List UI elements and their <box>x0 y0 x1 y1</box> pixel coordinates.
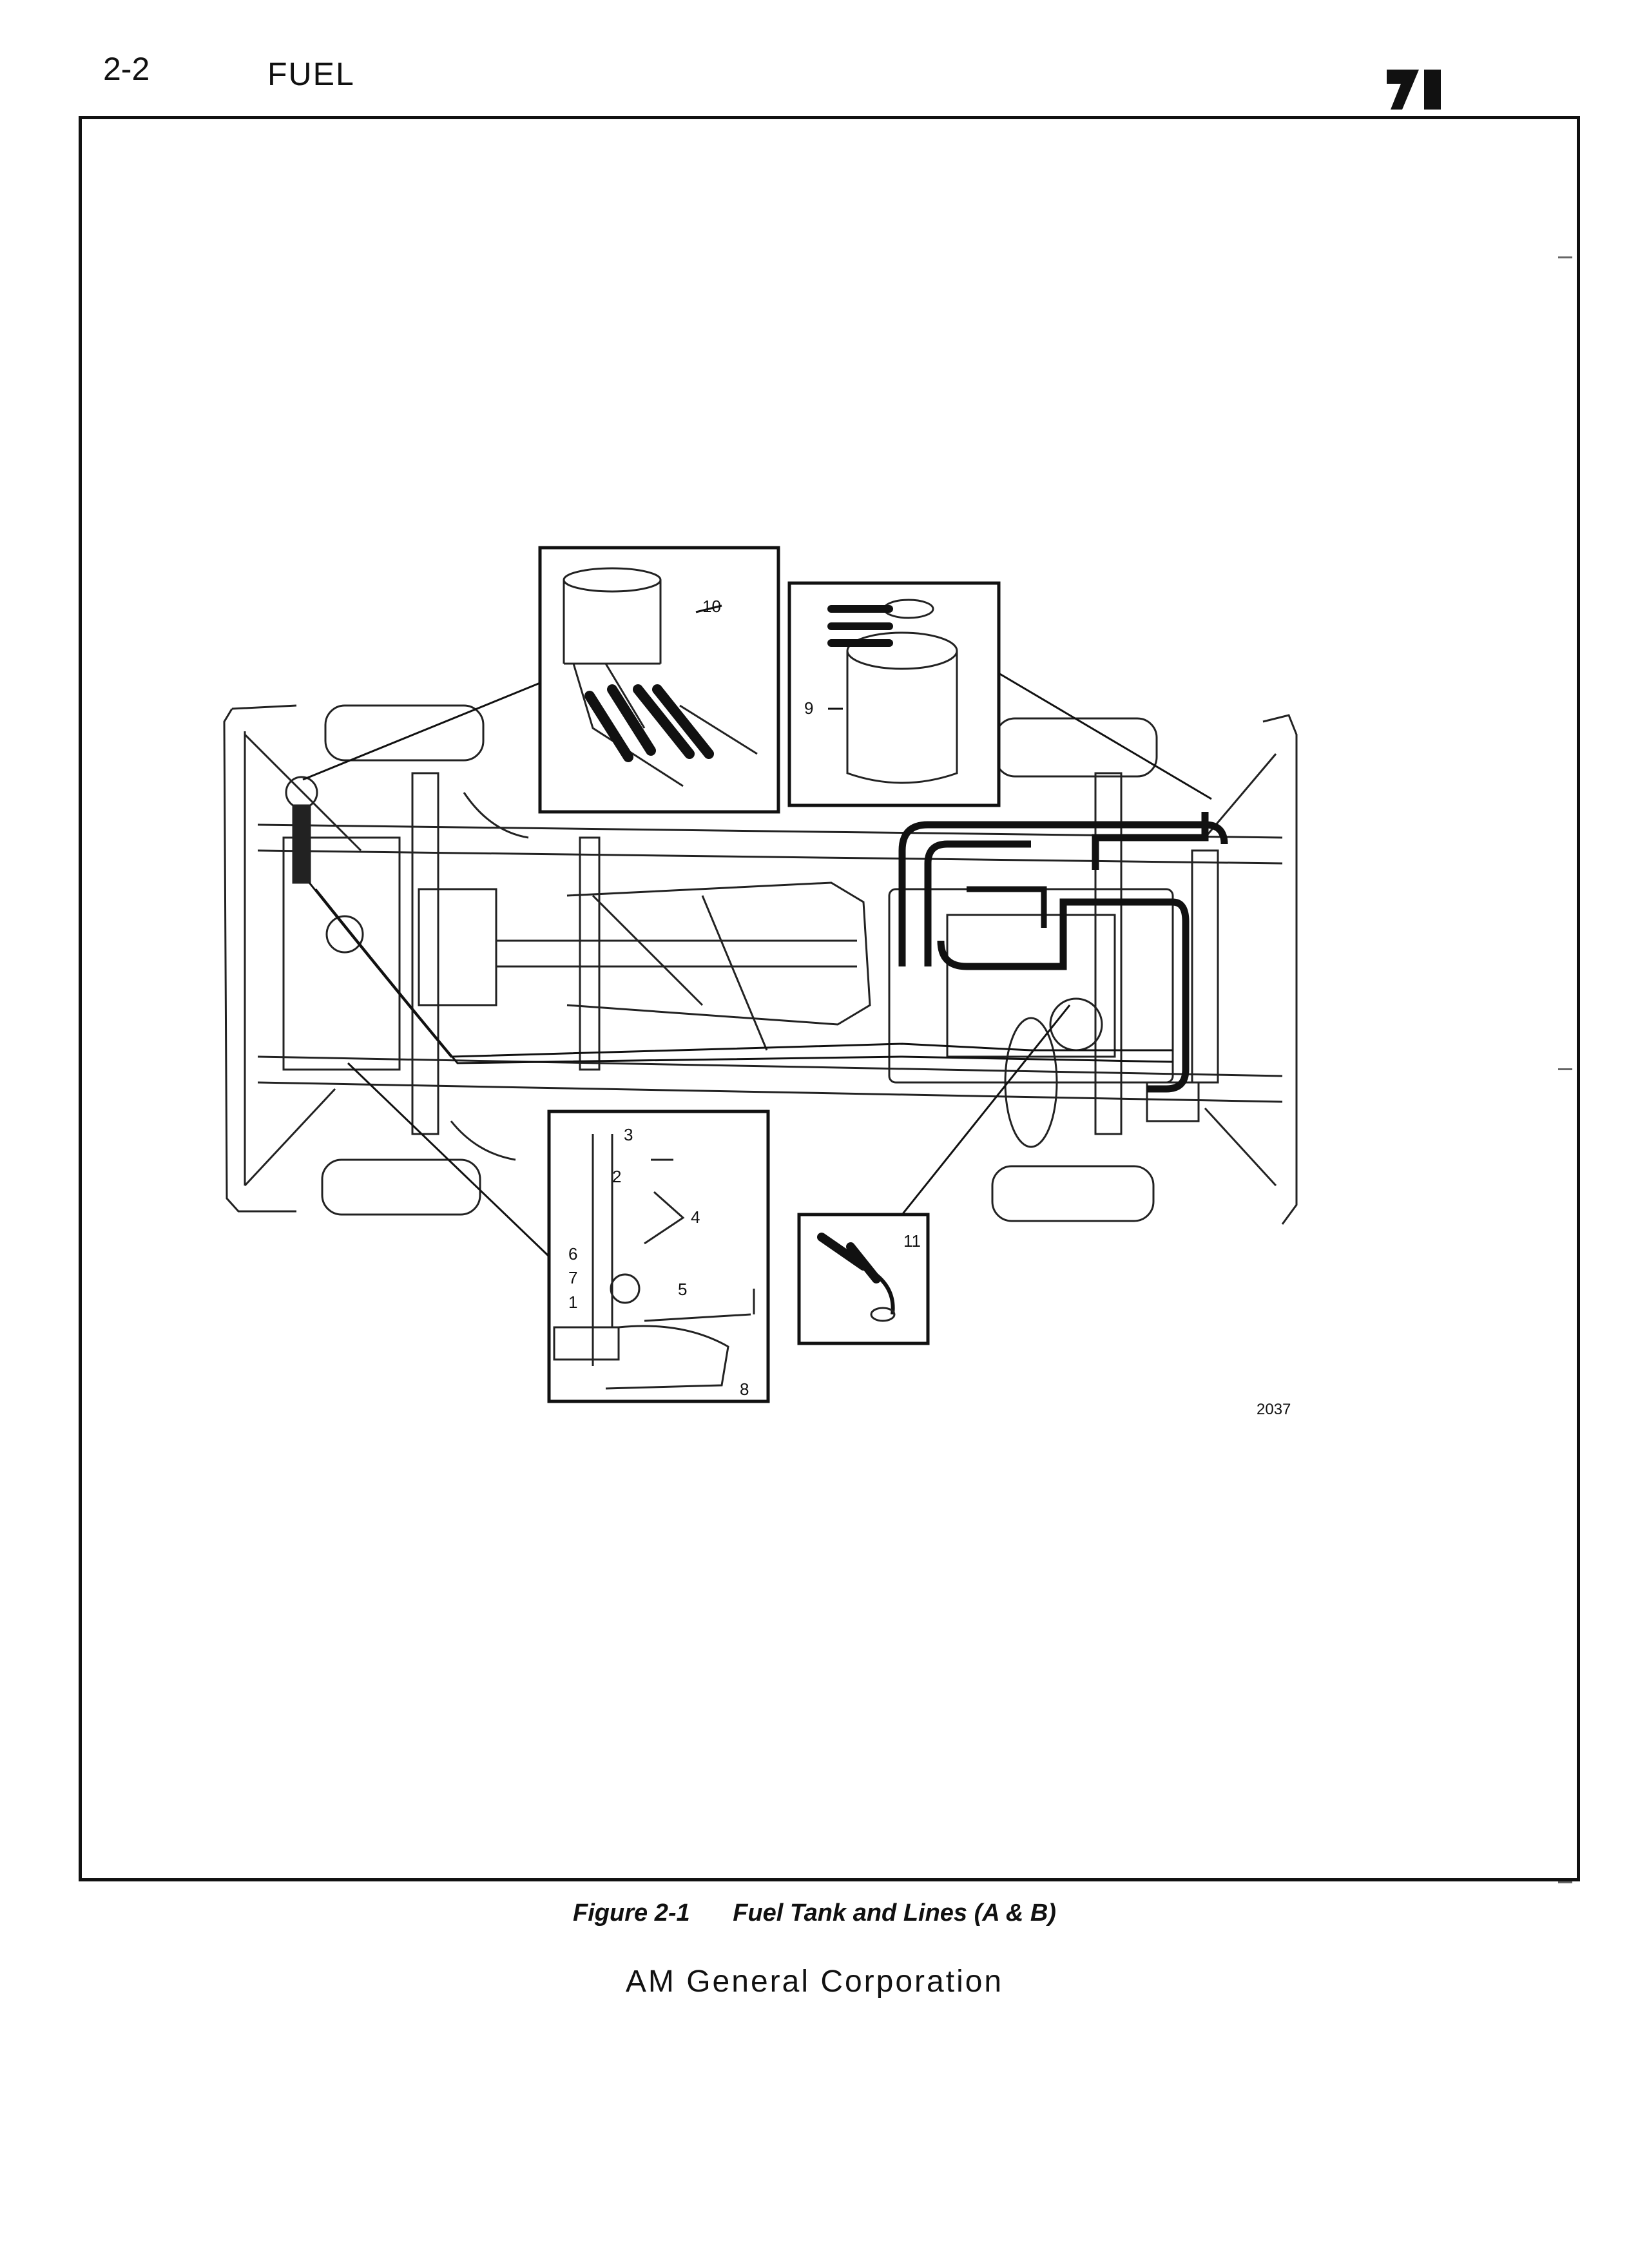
callout-7: 7 <box>568 1268 577 1287</box>
margin-mark <box>1558 256 1572 258</box>
figure-caption: Figure 2-1 Fuel Tank and Lines (A & B) <box>0 1899 1629 1927</box>
callout-9: 9 <box>804 698 813 718</box>
leader-lines <box>302 672 1212 1258</box>
am-general-logo <box>1387 70 1441 110</box>
margin-mark <box>1558 1881 1572 1883</box>
inset-detail-tank: 3 2 4 5 6 7 1 8 <box>547 1110 770 1403</box>
section-title: FUEL <box>267 56 355 92</box>
inset-detail-11: 11 <box>797 1213 930 1345</box>
caption-text: Fuel Tank and Lines (A & B) <box>733 1899 1056 1927</box>
figure-number: 2037 <box>1257 1401 1291 1418</box>
caption-label: Figure 2-1 <box>573 1899 690 1927</box>
callout-10: 10 <box>702 597 721 616</box>
callout-5: 5 <box>678 1280 687 1299</box>
callout-3: 3 <box>624 1125 633 1144</box>
callout-6: 6 <box>568 1244 577 1264</box>
inset-detail-9: 9 <box>787 581 1001 807</box>
fuel-lines <box>308 812 1228 1093</box>
company-footer: AM General Corporation <box>625 1965 1004 1999</box>
vehicle-chassis <box>223 704 1298 1225</box>
callout-11: 11 <box>903 1231 921 1251</box>
callout-1: 1 <box>568 1293 577 1312</box>
callout-4: 4 <box>691 1207 700 1227</box>
inset-detail-10: 10 <box>538 546 780 814</box>
page-number: 2-2 <box>103 51 150 87</box>
margin-mark <box>1558 1068 1572 1070</box>
figure-frame <box>79 116 1580 1881</box>
callout-8: 8 <box>740 1379 749 1399</box>
callout-2: 2 <box>612 1167 621 1186</box>
